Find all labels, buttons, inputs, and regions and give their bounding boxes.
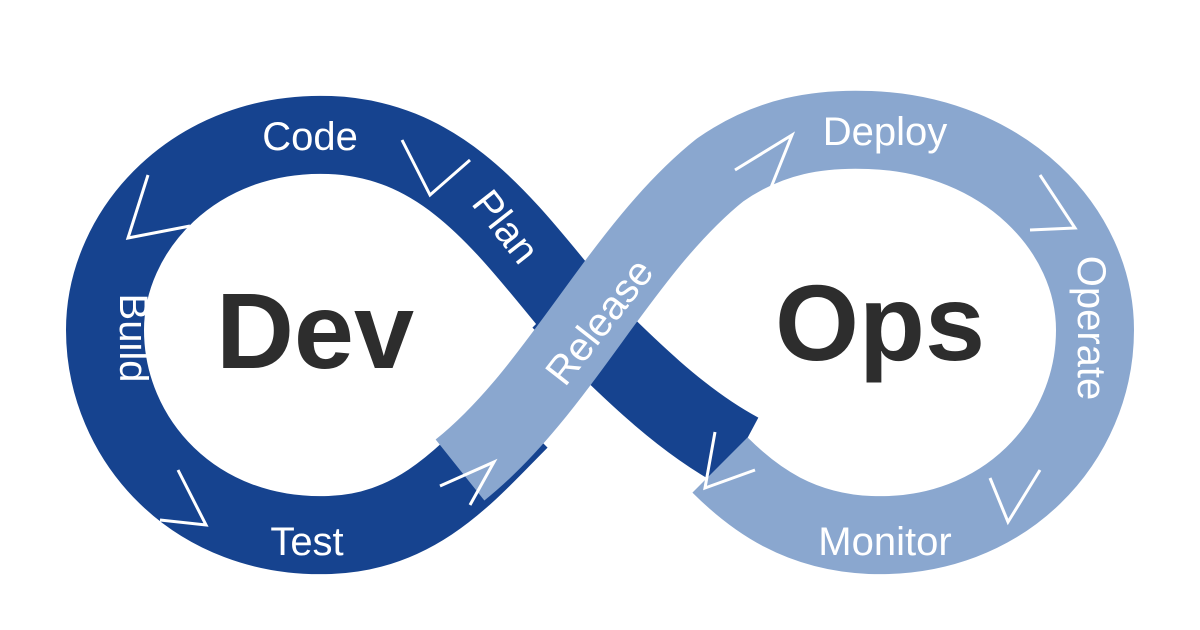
dev-loop-arrows [125,139,498,527]
stage-label-operate: Operate [1069,256,1113,401]
arrow-code-to-build [125,174,191,240]
stage-label-build: Build [111,294,155,383]
stage-label-code: Code [262,115,358,159]
arrow-deploy-to-operate [1029,174,1078,232]
arrow-release-to-deploy [734,131,796,191]
ops-word: Ops [775,262,985,383]
dev-word: Dev [216,270,414,391]
stage-label-test: Test [270,520,343,564]
ops-loop-arrows [703,131,1078,526]
stage-label-deploy: Deploy [823,110,948,154]
ops-loop-ribbon [435,90,1134,575]
stage-label-monitor: Monitor [818,520,951,564]
dev-loop-ribbon [66,95,635,575]
arrow-test-to-release [439,458,498,506]
arrow-plan-to-code [400,139,471,198]
arrow-build-to-test [159,469,209,527]
arrow-operate-to-monitor [988,469,1042,526]
arrow-monitor-to-plan [703,431,756,491]
